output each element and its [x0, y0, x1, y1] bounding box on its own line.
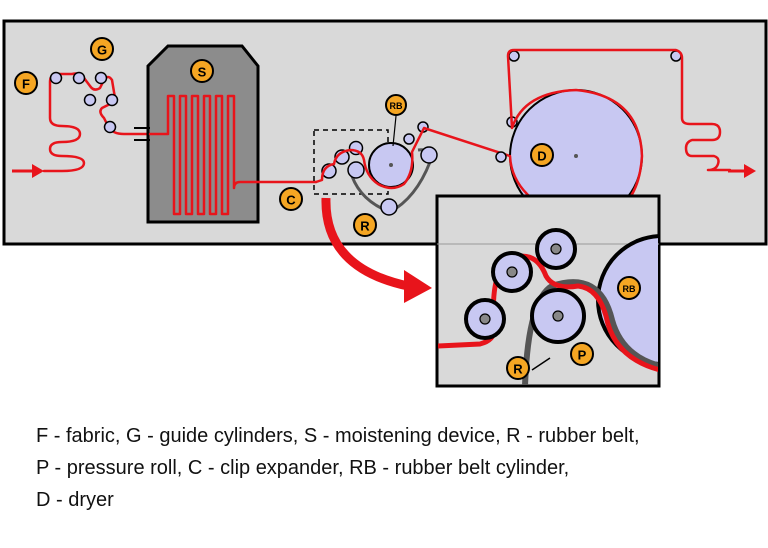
clip-roll [347, 161, 365, 179]
fabric-path-steamer [148, 94, 318, 216]
guide-cylinder [72, 71, 86, 85]
rubber-belt-cylinder-axle [389, 163, 393, 167]
inset-roll-core [506, 266, 518, 278]
inset-label-p: P [570, 342, 594, 366]
label-s: S [190, 59, 214, 83]
guide-cylinder [83, 93, 97, 107]
zoom-arrow [321, 197, 432, 303]
inset-roll-core [479, 313, 491, 325]
legend-line: D - dryer [36, 489, 114, 511]
inset-roll-core [550, 243, 562, 255]
inset-pressure-roll-core [552, 310, 564, 322]
label-d: D [530, 143, 554, 167]
svg-text:F: F [22, 77, 30, 92]
svg-text:R: R [360, 219, 370, 234]
guide-cylinder [103, 120, 117, 134]
belt-roll [420, 146, 438, 164]
guide-cylinder [94, 71, 108, 85]
inset-label-rb: RB [617, 276, 641, 300]
entry-arrow [12, 164, 44, 178]
detail-box [313, 129, 389, 195]
fabric-path-expander [314, 126, 512, 190]
label-rb: RB [385, 94, 407, 116]
legend-line: F - fabric, G - guide cylinders, S - moi… [36, 425, 640, 447]
exit-arrow [728, 164, 756, 178]
svg-text:G: G [97, 43, 107, 58]
dryer-guide-roll [508, 50, 520, 62]
svg-text:RB: RB [623, 284, 636, 294]
guide-cylinders [49, 71, 119, 134]
legend: F - fabric, G - guide cylinders, S - moi… [36, 420, 756, 516]
svg-text:P: P [578, 348, 587, 363]
dryer-guide-roll [495, 151, 507, 163]
machine-diagram: F G S RB D C R RB P R [2, 19, 768, 388]
label-g: G [90, 37, 114, 61]
svg-text:R: R [513, 362, 523, 377]
moistening-device [134, 44, 318, 224]
inset-label-r: R [506, 356, 530, 380]
detail-inset [435, 194, 661, 388]
svg-text:RB: RB [390, 101, 403, 111]
svg-text:S: S [198, 65, 207, 80]
guide-roll [403, 133, 415, 145]
svg-text:D: D [537, 149, 546, 164]
belt-roll [380, 198, 398, 216]
legend-line: P - pressure roll, C - clip expander, RB… [36, 457, 570, 479]
label-c: C [279, 187, 303, 211]
label-r: R [353, 213, 377, 237]
guide-cylinder [105, 93, 119, 107]
svg-text:C: C [286, 193, 296, 208]
label-f: F [14, 71, 38, 95]
guide-cylinder [49, 71, 63, 85]
fabric-path-dryer [506, 48, 732, 224]
